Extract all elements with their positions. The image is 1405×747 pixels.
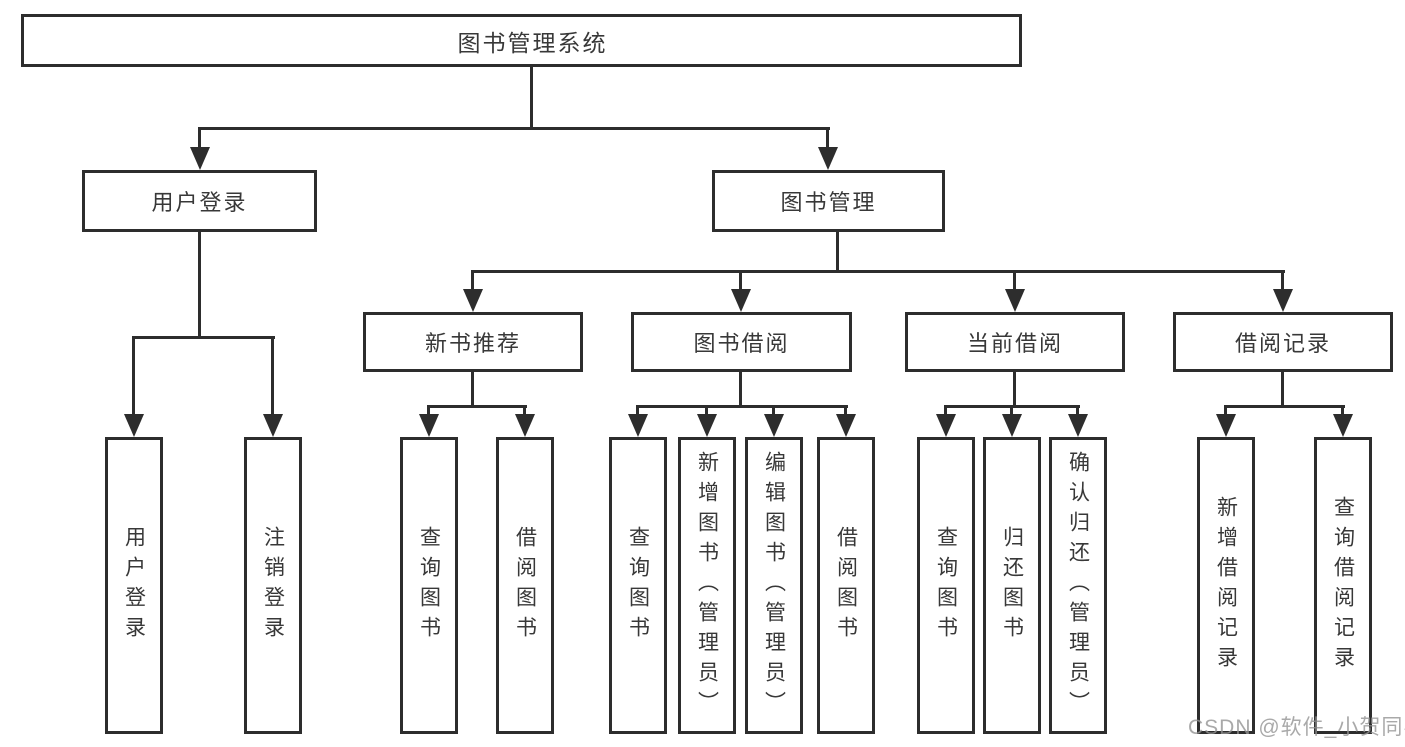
arrowhead-to-user-login [190,147,210,170]
connector-to-nbr-search-book-line [427,405,430,416]
leaf-br-add-borrow-record-label: 新增借阅记录 [1214,495,1238,676]
arrowhead-to-borrow-record [1273,289,1293,312]
csdn-watermark: CSDN @软件_小贺同学 [1188,716,1405,739]
arrowhead-to-bb-search-book [628,414,648,437]
node-book-borrow-label: 图书借阅 [693,331,790,356]
connector-to-nbr-borrow-book-line [523,405,526,416]
leaf-ul-logout-label: 注销登录 [261,525,285,646]
arrowhead-to-book-management [818,147,838,170]
connector-root-to-user-login-line [198,130,201,149]
leaf-cb-search-book: 查询图书 [917,437,975,734]
arrowhead-to-bb-edit-book [764,414,784,437]
connector-to-new-book-recommend-line [471,273,474,291]
node-current-borrow-label: 当前借阅 [966,331,1063,356]
connector-root-crossbar [198,127,830,130]
arrowhead-to-book-borrow [731,289,751,312]
connector-to-bb-borrow-book-line [844,405,847,416]
connector-root-to-book-management-line [826,130,829,149]
arrowhead-to-br-add-record [1216,414,1236,437]
connector-borrow-record-crossbar [1224,405,1345,408]
connector-to-borrow-record-line [1281,273,1284,291]
arrowhead-to-cb-search-book [936,414,956,437]
leaf-bb-add-book-admin: 新增图书（管理员） [678,437,736,734]
leaf-bb-edit-book-admin: 编辑图书（管理员） [745,437,803,734]
leaf-ul-user-login: 用户登录 [105,437,163,734]
connector-to-br-add-record-line [1224,405,1227,416]
arrowhead-to-new-book-recommend [463,289,483,312]
node-user-login-label: 用户登录 [151,190,248,215]
connector-new-book-recommend-crossbar [427,405,527,408]
arrowhead-to-bb-add-book [697,414,717,437]
arrowhead-to-cb-return-book [1002,414,1022,437]
arrowhead-to-ul-logout [263,414,283,437]
leaf-nbr-search-book: 查询图书 [400,437,458,734]
node-root: 图书管理系统 [21,14,1022,67]
arrowhead-to-bb-borrow-book [836,414,856,437]
arrowhead-to-ul-user-login [124,414,144,437]
connector-book-borrow-stem [739,372,742,408]
connector-root-stem [530,67,533,130]
leaf-bb-borrow-book: 借阅图书 [817,437,875,734]
node-borrow-record: 借阅记录 [1173,312,1393,372]
leaf-nbr-search-book-label: 查询图书 [417,525,441,646]
leaf-cb-confirm-return-admin-label: 确认归还（管理员） [1066,450,1090,721]
leaf-cb-confirm-return-admin: 确认归还（管理员） [1049,437,1107,734]
leaf-bb-search-book: 查询图书 [609,437,667,734]
connector-to-book-borrow-line [739,273,742,291]
leaf-br-search-borrow-record: 查询借阅记录 [1314,437,1372,734]
connector-current-borrow-stem [1013,372,1016,408]
node-new-book-recommend: 新书推荐 [363,312,583,372]
arrowhead-to-cb-confirm-return [1068,414,1088,437]
leaf-br-search-borrow-record-label: 查询借阅记录 [1331,495,1355,676]
leaf-nbr-borrow-book-label: 借阅图书 [513,525,537,646]
connector-to-bb-search-book-line [636,405,639,416]
node-root-label: 图书管理系统 [457,29,608,56]
arrowhead-to-current-borrow [1005,289,1025,312]
node-borrow-record-label: 借阅记录 [1234,331,1331,356]
arrowhead-to-br-search-record [1333,414,1353,437]
node-book-management-label: 图书管理 [780,190,877,215]
connector-book-management-crossbar [471,270,1285,273]
connector-to-cb-search-book-line [944,405,947,416]
leaf-ul-logout: 注销登录 [244,437,302,734]
connector-book-management-stem [836,232,839,273]
connector-user-login-stem [198,232,201,339]
arrowhead-to-nbr-borrow-book [515,414,535,437]
leaf-bb-add-book-admin-label: 新增图书（管理员） [695,450,719,721]
leaf-cb-return-book: 归还图书 [983,437,1041,734]
connector-to-bb-edit-book-line [772,405,775,416]
connector-book-borrow-crossbar [636,405,848,408]
connector-to-current-borrow-line [1013,273,1016,291]
leaf-nbr-borrow-book: 借阅图书 [496,437,554,734]
node-book-borrow: 图书借阅 [631,312,852,372]
connector-to-bb-add-book-line [705,405,708,416]
leaf-ul-user-login-label: 用户登录 [122,525,146,646]
arrowhead-to-nbr-search-book [419,414,439,437]
connector-user-login-crossbar [132,336,275,339]
leaf-bb-edit-book-admin-label: 编辑图书（管理员） [762,450,786,721]
connector-to-br-search-record-line [1341,405,1344,416]
connector-to-cb-return-book-line [1010,405,1013,416]
leaf-bb-search-book-label: 查询图书 [626,525,650,646]
leaf-bb-borrow-book-label: 借阅图书 [834,525,858,646]
node-new-book-recommend-label: 新书推荐 [424,331,521,356]
connector-borrow-record-stem [1281,372,1284,408]
connector-to-cb-confirm-return-line [1076,405,1079,416]
leaf-cb-return-book-label: 归还图书 [1000,525,1024,646]
leaf-cb-search-book-label: 查询图书 [934,525,958,646]
leaf-br-add-borrow-record: 新增借阅记录 [1197,437,1255,734]
node-current-borrow: 当前借阅 [905,312,1125,372]
node-book-management: 图书管理 [712,170,945,232]
connector-to-ul-logout-line [271,339,274,415]
node-user-login: 用户登录 [82,170,317,232]
connector-new-book-recommend-stem [471,372,474,408]
connector-to-ul-user-login-line [132,339,135,415]
